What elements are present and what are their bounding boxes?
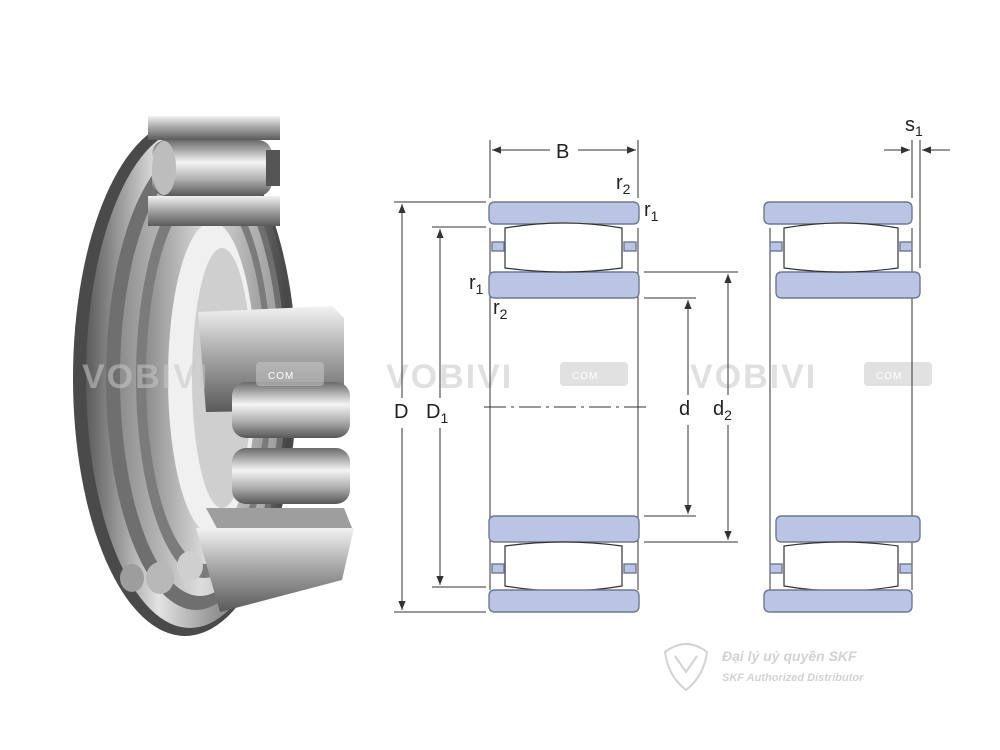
roller-top-right bbox=[783, 222, 899, 273]
label-r2-side: r2 bbox=[493, 297, 508, 322]
bearing-photo bbox=[73, 116, 354, 636]
svg-text:VOBIVI: VOBIVI bbox=[690, 358, 817, 396]
outer-ring-top bbox=[488, 201, 640, 225]
svg-text:COM: COM bbox=[876, 371, 902, 382]
svg-text:COM: COM bbox=[268, 371, 294, 382]
outer-ring-bottom bbox=[488, 589, 640, 613]
label-d2: d2 bbox=[713, 398, 732, 423]
roller-top bbox=[504, 222, 623, 273]
cage-left-top bbox=[491, 241, 505, 252]
label-r1-top: r1 bbox=[644, 199, 659, 224]
outer-ring-top-right bbox=[763, 201, 913, 225]
dimension-lines bbox=[394, 140, 738, 613]
footer-line-1: Đại lý uỷ quyền SKF bbox=[722, 648, 857, 664]
outer-ring-bottom-right bbox=[763, 589, 913, 613]
label-D: D bbox=[394, 401, 408, 423]
cross-section-right bbox=[763, 201, 921, 613]
label-D1: D1 bbox=[426, 401, 448, 426]
svg-text:VOBIVI: VOBIVI bbox=[82, 358, 209, 396]
cage-right-bottom bbox=[623, 563, 637, 574]
label-r1-side: r1 bbox=[469, 272, 484, 297]
roller-bottom-right bbox=[783, 541, 899, 592]
watermark-left: VOBIVI COM bbox=[82, 358, 324, 396]
label-B: B bbox=[556, 141, 569, 163]
label-r2-top: r2 bbox=[616, 172, 631, 197]
svg-text:VOBIVI: VOBIVI bbox=[386, 358, 513, 396]
inner-ring-top-right bbox=[775, 271, 921, 299]
cross-section-left bbox=[488, 201, 640, 613]
distributor-logo: Đại lý uỷ quyền SKF SKF Authorized Distr… bbox=[663, 643, 864, 692]
watermark-right: VOBIVI COM bbox=[690, 358, 932, 396]
watermark-middle: VOBIVI COM bbox=[386, 358, 628, 396]
inner-ring-bottom-right bbox=[775, 515, 921, 543]
roller-bottom bbox=[504, 541, 623, 592]
cage-left-bottom bbox=[491, 563, 505, 574]
dimension-s1 bbox=[884, 140, 950, 268]
shield-icon bbox=[663, 643, 709, 692]
svg-text:COM: COM bbox=[572, 371, 598, 382]
label-d: d bbox=[679, 398, 690, 420]
inner-ring-top bbox=[488, 271, 640, 299]
footer-line-2: SKF Authorized Distributor bbox=[722, 672, 864, 684]
cage-right-top bbox=[623, 241, 637, 252]
inner-ring-bottom bbox=[488, 515, 640, 543]
label-s1: s1 bbox=[905, 114, 923, 139]
